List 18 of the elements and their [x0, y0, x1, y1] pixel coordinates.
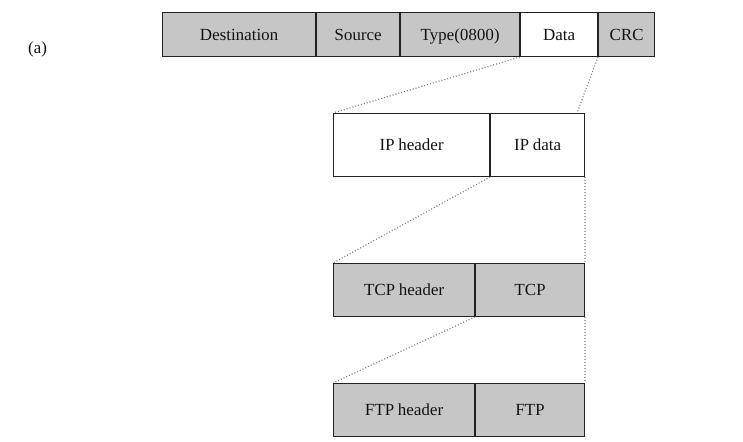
field-cell: CRC [598, 12, 655, 57]
field-cell: TCP header [333, 263, 475, 317]
dotted-line [332, 56, 520, 114]
dotted-line [576, 56, 599, 114]
field-cell: FTP header [333, 383, 475, 437]
dotted-line [584, 177, 586, 263]
field-cell: Data [520, 12, 598, 57]
field-cell: IP data [490, 113, 585, 177]
panel-label: (a) [28, 38, 47, 58]
dotted-line [332, 316, 476, 384]
dotted-line [332, 176, 490, 264]
field-cell: Source [316, 12, 400, 57]
field-cell: Destination [162, 12, 316, 57]
field-cell: IP header [333, 113, 490, 177]
field-cell: FTP [475, 383, 585, 437]
field-cell: Type(0800) [400, 12, 520, 57]
dotted-line [584, 317, 586, 383]
field-cell: TCP [475, 263, 585, 317]
